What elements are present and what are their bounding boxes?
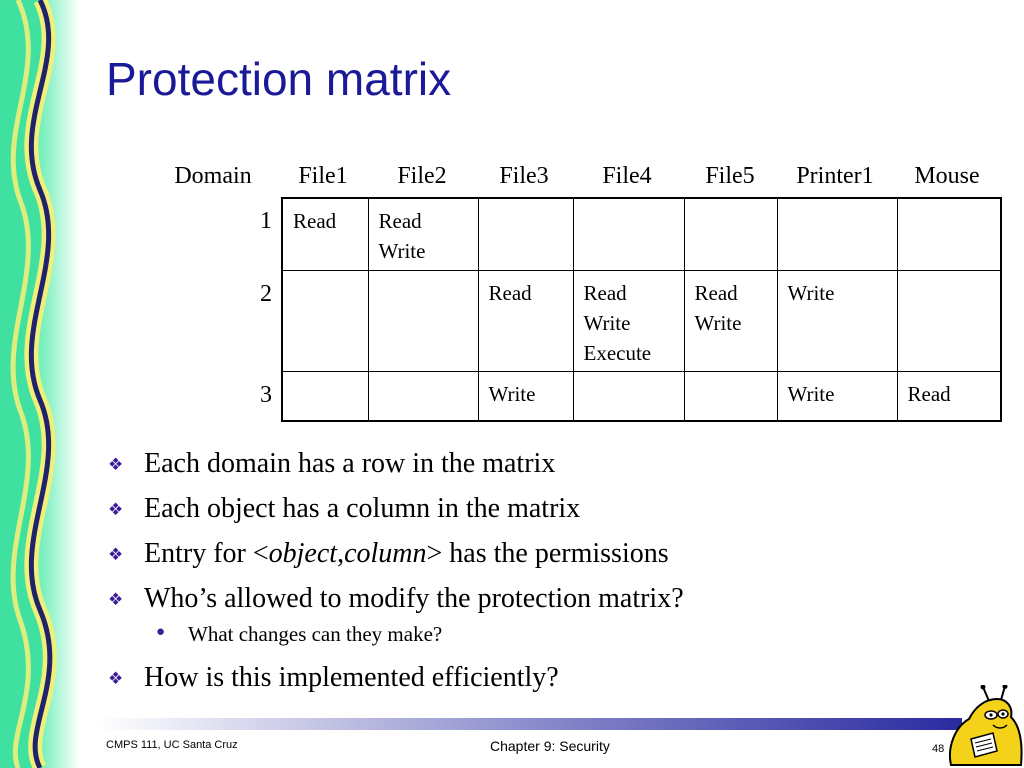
permission-label: Write <box>694 310 742 335</box>
bullet-text: Who’s allowed to modify the protection m… <box>144 583 684 614</box>
column-header-mouse: Mouse <box>914 163 980 189</box>
footer-course: CMPS 111, UC Santa Cruz <box>106 739 238 751</box>
bullet-item: ❖ How is this implemented efficiently? <box>106 660 966 705</box>
bullet-item: ❖ Who’s allowed to modify the protection … <box>106 581 966 626</box>
bullet-item: ❖ Entry for <object,column> has the permi… <box>106 536 966 581</box>
permission-label: Read <box>907 381 951 406</box>
bullet-item: ❖ Each object has a column in the matrix <box>106 491 966 536</box>
matrix-corner-label: Domain <box>174 163 252 189</box>
permission-label: Write <box>583 310 631 335</box>
page-title: Protection matrix <box>106 53 452 105</box>
footer-chapter: Chapter 9: Security <box>490 738 610 754</box>
column-header-file3: File3 <box>499 163 549 189</box>
column-header-printer1: Printer1 <box>796 163 874 189</box>
matrix-cell-file1 <box>281 370 369 422</box>
matrix-cell-printer1: Write <box>776 370 898 422</box>
bullet-text: Each object has a column in the matrix <box>144 493 581 524</box>
bullet-text: How is this implemented efficiently? <box>144 662 559 693</box>
diamond-bullet-icon: ❖ <box>108 590 124 609</box>
row-label-domain-2: 2 <box>260 281 272 307</box>
row-label-domain-1: 1 <box>260 208 272 234</box>
column-header-file1: File1 <box>298 163 348 189</box>
permission-label: Read <box>488 280 532 305</box>
permission-label: Read <box>293 209 337 233</box>
banana-slug-mascot-icon <box>949 685 1023 766</box>
diamond-bullet-icon: ❖ <box>108 455 124 474</box>
matrix-cell-file1: Read <box>281 197 369 271</box>
matrix-cell-file4 <box>572 370 685 422</box>
matrix-cell-file3 <box>477 197 574 271</box>
diamond-bullet-icon: ❖ <box>108 500 124 519</box>
dot-bullet-icon: ● <box>156 624 166 640</box>
matrix-cell-printer1: Write <box>776 269 898 372</box>
permission-label: Read <box>583 280 627 305</box>
matrix-cell-file2 <box>367 370 479 422</box>
matrix-cell-file1 <box>281 269 369 372</box>
bullet-italic-term: column <box>344 538 427 569</box>
row-label-domain-3: 3 <box>260 382 272 408</box>
matrix-cell-mouse <box>896 269 1002 372</box>
diamond-bullet-icon: ❖ <box>108 669 124 688</box>
page-number: 48 <box>932 743 945 755</box>
diamond-bullet-icon: ❖ <box>108 545 124 564</box>
permission-label: Read <box>694 280 738 305</box>
bullet-text: Each domain has a row in the matrix <box>144 448 556 479</box>
permission-label: Execute <box>583 340 652 365</box>
bullet-item: ❖ Each domain has a row in the matrix <box>106 446 966 491</box>
matrix-cell-mouse <box>896 197 1002 271</box>
permission-label: Write <box>378 239 426 263</box>
matrix-cell-printer1 <box>776 197 898 271</box>
matrix-cell-file5 <box>683 197 778 271</box>
bullet-list: ❖ Each domain has a row in the matrix ❖ Eac… <box>106 446 966 705</box>
matrix-cell-file3: Write <box>477 370 574 422</box>
permission-label: Write <box>787 381 835 406</box>
permission-label: Write <box>488 381 536 406</box>
matrix-cell-file5 <box>683 370 778 422</box>
sub-bullet-item: ● What changes can they make? <box>106 622 966 660</box>
matrix-cell-file4 <box>572 197 685 271</box>
footer-rule <box>98 718 962 730</box>
column-header-file5: File5 <box>705 163 755 189</box>
decorative-wave-band <box>0 0 80 768</box>
column-header-file2: File2 <box>397 163 447 189</box>
bullet-text: Entry for < <box>144 538 269 569</box>
matrix-cell-file2 <box>367 269 479 372</box>
permission-label: Read <box>378 209 422 233</box>
sub-bullet-text: What changes can they make? <box>188 622 443 646</box>
bullet-text: > has the permissions <box>426 538 669 569</box>
matrix-row: Write Write Read <box>281 370 1002 422</box>
bullet-text: , <box>337 538 345 569</box>
matrix-cell-file3: Read <box>477 269 574 372</box>
matrix-cell-mouse: Read <box>896 370 1002 422</box>
permission-label: Write <box>787 280 835 305</box>
column-header-file4: File4 <box>602 163 652 189</box>
bullet-italic-term: object <box>268 538 338 569</box>
